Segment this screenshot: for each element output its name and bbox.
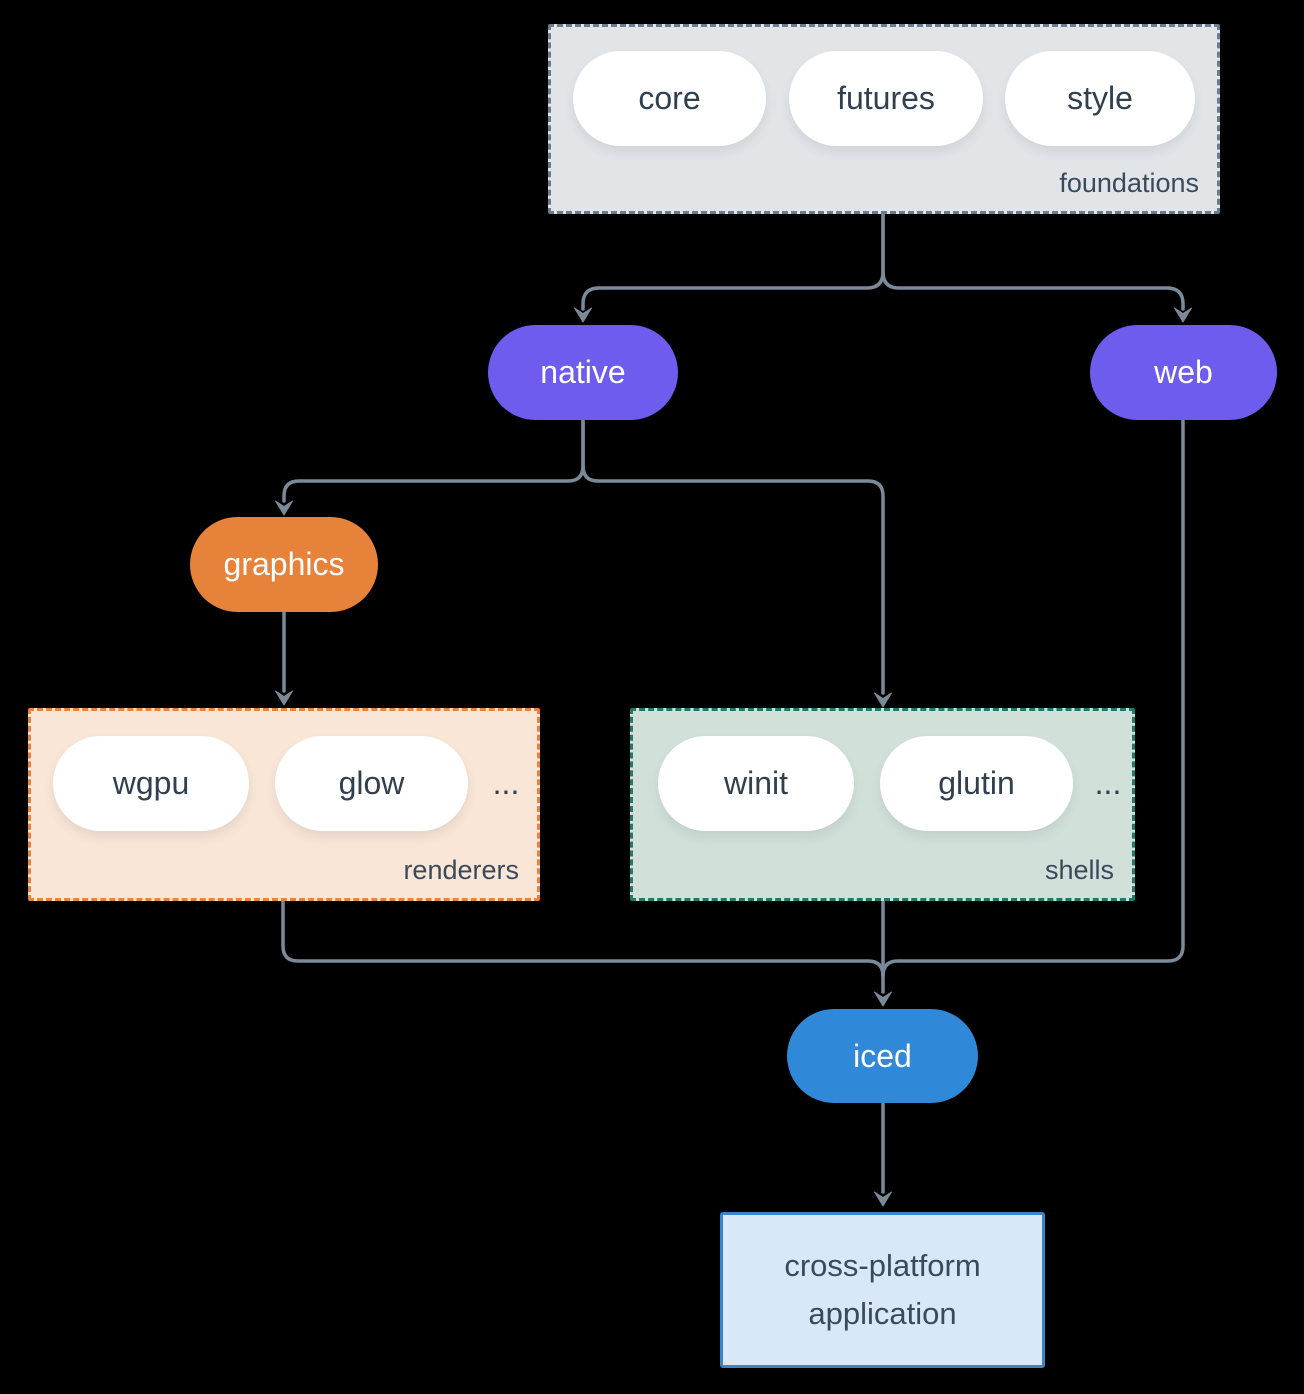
arrowhead-native <box>574 307 592 323</box>
arrowhead-iced <box>874 991 892 1007</box>
edge-native-shells <box>581 419 885 695</box>
node-core: core <box>573 51 766 146</box>
edge-native-graphics <box>282 419 585 503</box>
edge-foundations-native <box>581 212 885 311</box>
node-iced-label: iced <box>853 1037 912 1074</box>
node-futures: futures <box>789 51 983 146</box>
node-wgpu: wgpu <box>53 736 249 831</box>
node-glow: glow <box>275 736 468 831</box>
node-winit: winit <box>658 736 854 831</box>
node-cross-platform-application: cross-platform application <box>720 1212 1045 1368</box>
node-winit-label: winit <box>723 765 788 801</box>
node-cross-platform-application-label: cross-platform application <box>784 1247 981 1331</box>
node-style: style <box>1005 51 1195 146</box>
arrowhead-shells <box>874 692 892 708</box>
node-iced: iced <box>787 1009 978 1103</box>
node-glutin-label: glutin <box>938 765 1015 801</box>
edge-foundations-web <box>881 212 1185 311</box>
arrowhead-renderers <box>275 690 293 706</box>
node-style-label: style <box>1067 80 1133 116</box>
group-foundations-label: foundations <box>1059 168 1199 198</box>
node-glutin: glutin <box>880 736 1073 831</box>
arrowhead-web <box>1174 307 1192 323</box>
node-native: native <box>488 325 678 420</box>
node-graphics-label: graphics <box>223 546 345 582</box>
node-web: web <box>1090 325 1277 420</box>
node-graphics: graphics <box>190 517 378 612</box>
node-native-label: native <box>540 354 626 390</box>
node-wgpu-label: wgpu <box>112 765 190 801</box>
group-renderers-label: renderers <box>403 855 519 885</box>
node-glow-label: glow <box>338 765 405 801</box>
node-web-label: web <box>1154 354 1213 390</box>
node-core-label: core <box>638 80 701 116</box>
edge-renderers-iced <box>281 900 885 978</box>
arrowhead-application <box>874 1191 892 1207</box>
group-shells-label: shells <box>1044 855 1114 885</box>
group-renderers: wgpu glow ... renderers <box>28 708 540 901</box>
arrowhead-graphics <box>275 500 293 516</box>
shells-ellipsis: ... <box>1094 765 1122 801</box>
renderers-ellipsis: ... <box>492 765 520 801</box>
group-foundations: core futures style foundations <box>548 24 1220 214</box>
node-futures-label: futures <box>837 80 935 116</box>
group-shells: winit glutin ... shells <box>630 708 1135 901</box>
